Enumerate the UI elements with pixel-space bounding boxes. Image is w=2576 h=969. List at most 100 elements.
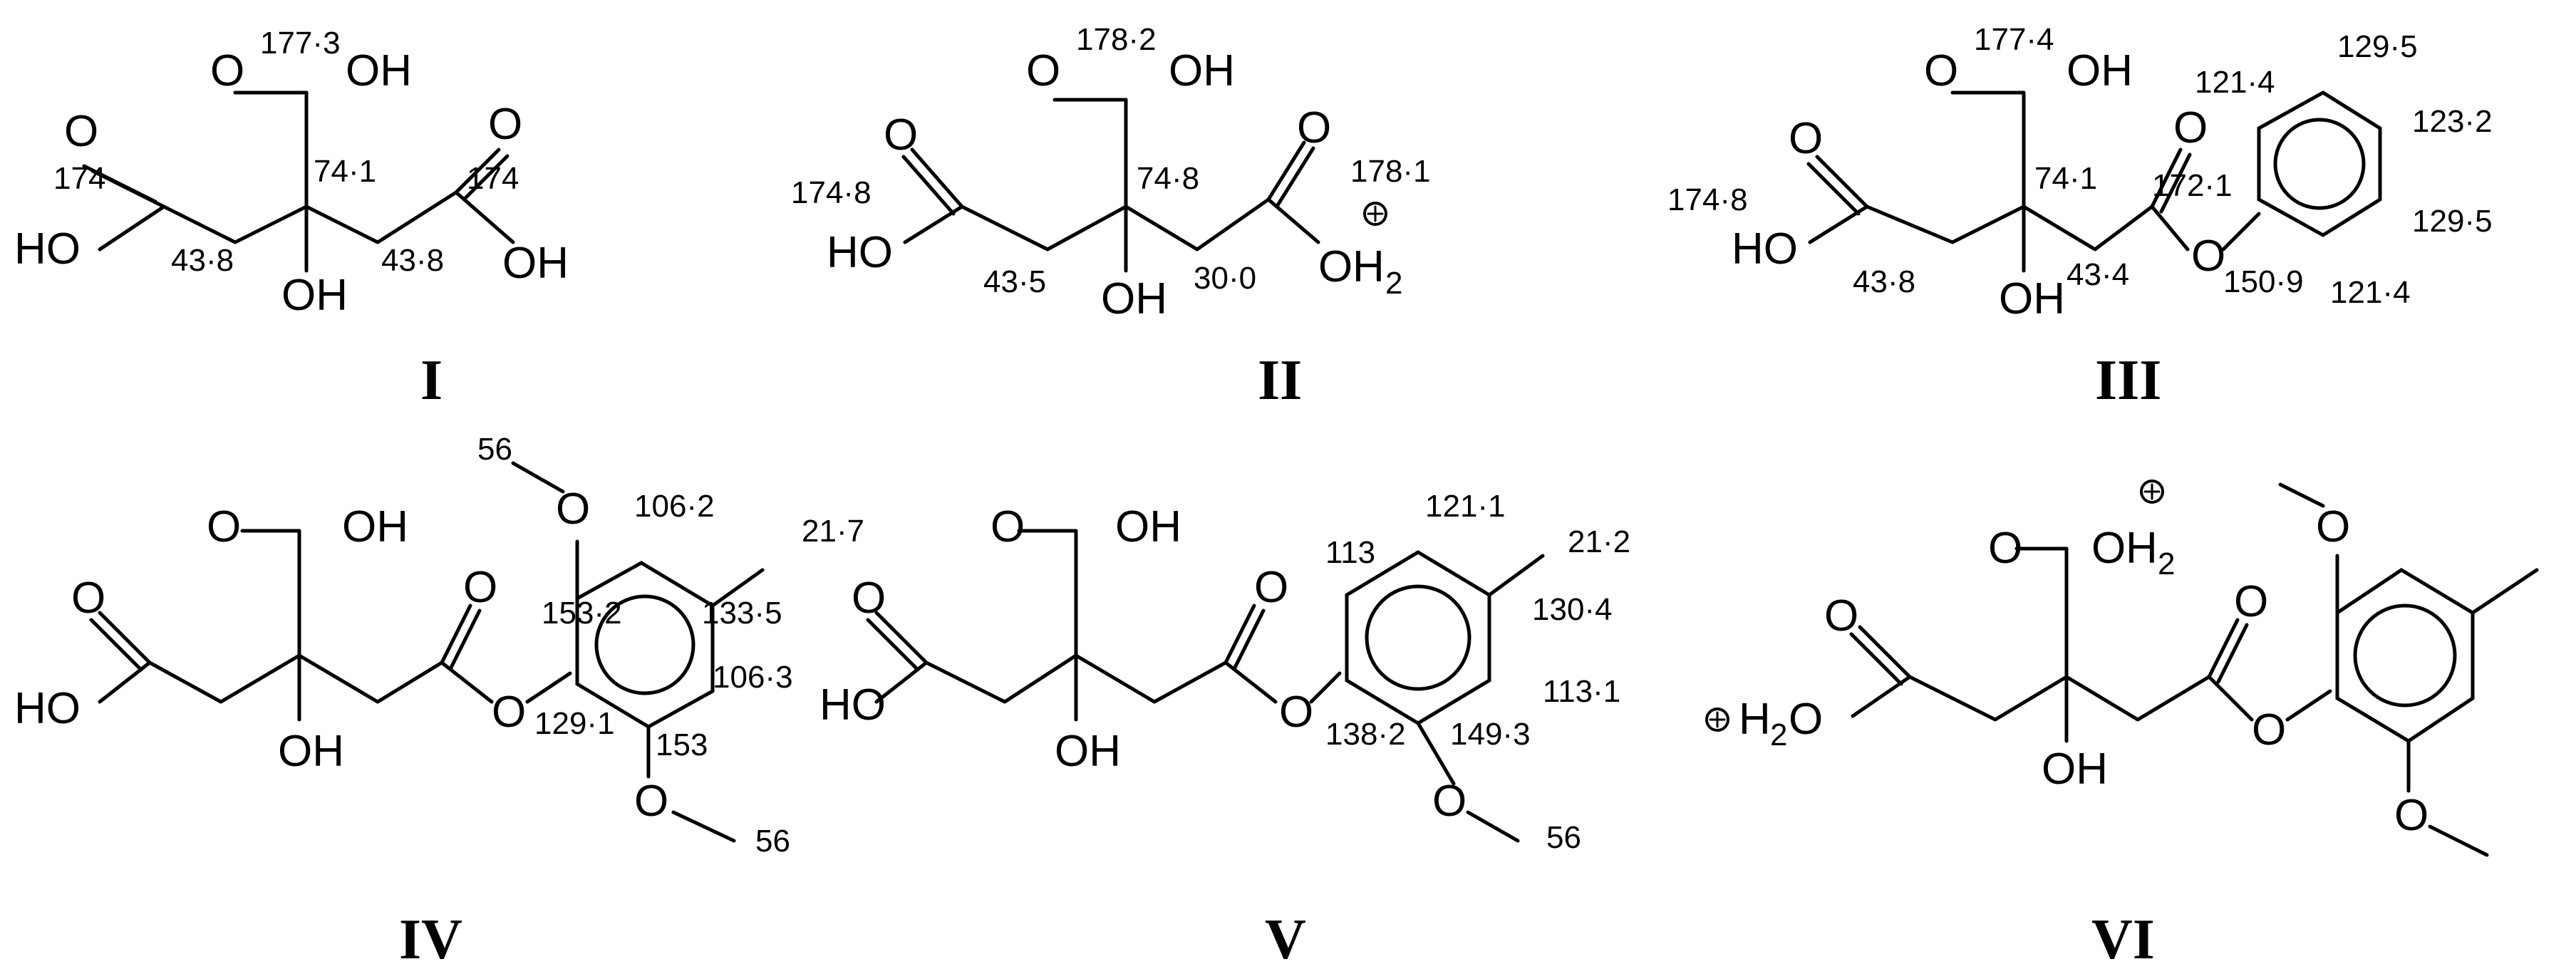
atom-H: H bbox=[1352, 242, 1385, 291]
shift-label: 130·4 bbox=[1532, 592, 1613, 627]
aromatic-circle bbox=[2273, 118, 2366, 210]
shift-label: 121·1 bbox=[1425, 489, 1506, 524]
atom-O: O bbox=[556, 484, 590, 534]
atom-O: O bbox=[207, 502, 241, 551]
atom-OH: OH bbox=[342, 502, 408, 551]
aromatic-circle bbox=[2353, 603, 2457, 708]
shift-label: 21·2 bbox=[1568, 524, 1630, 559]
compound-label-I: I bbox=[420, 349, 443, 412]
atom-O: O bbox=[1279, 688, 1313, 737]
atom-H: H bbox=[2126, 524, 2158, 573]
shift-label: 174·8 bbox=[1667, 182, 1748, 217]
shift-label: 123·2 bbox=[2412, 104, 2493, 139]
shift-label: 43·8 bbox=[1853, 264, 1915, 299]
structure-V: O OH O O HO OH O O 113 121·1 21·2 130·4 … bbox=[819, 489, 1630, 969]
atom-O: O bbox=[1318, 242, 1352, 291]
atom-O: O bbox=[71, 574, 105, 623]
atom-O: O bbox=[2394, 791, 2428, 840]
atom-O: O bbox=[2234, 577, 2268, 626]
atom-HO: HO bbox=[827, 228, 893, 277]
atom-O: O bbox=[2191, 232, 2225, 281]
atom-OH: OH bbox=[1101, 274, 1167, 323]
shift-label: 153·2 bbox=[542, 596, 622, 631]
shift-label: 106·3 bbox=[713, 660, 793, 695]
atom-OH: OH bbox=[1115, 502, 1181, 551]
shift-label: 56 bbox=[755, 824, 790, 859]
structure-VI: O O H 2 O O H 2 O OH O O O VI bbox=[1705, 480, 2539, 969]
shift-label: 43·4 bbox=[2067, 257, 2129, 292]
atom-HO: HO bbox=[14, 224, 81, 274]
shift-label: 43·8 bbox=[381, 243, 444, 278]
shift-label: 153 bbox=[656, 727, 708, 762]
atom-OH: OH bbox=[281, 271, 348, 320]
shift-label: 56 bbox=[1546, 820, 1581, 855]
atom-O: O bbox=[2316, 502, 2350, 551]
shift-label: 74·1 bbox=[2034, 161, 2097, 196]
atom-HO: HO bbox=[1732, 224, 1798, 274]
atom-O: O bbox=[1789, 114, 1823, 163]
atom-OH: OH bbox=[346, 46, 412, 95]
shift-label: 121·4 bbox=[2195, 65, 2275, 100]
atom-O: O bbox=[210, 46, 244, 95]
shift-label: 177·3 bbox=[260, 26, 341, 61]
atom-O: O bbox=[64, 107, 98, 156]
atom-O: O bbox=[488, 100, 522, 149]
atom-OH: OH bbox=[502, 239, 569, 288]
shift-label: 113 bbox=[1325, 535, 1375, 570]
subscript-2: 2 bbox=[1770, 717, 1787, 752]
atom-O: O bbox=[2252, 705, 2286, 755]
compound-label-IV: IV bbox=[399, 908, 462, 969]
atom-OH: OH bbox=[1999, 274, 2065, 323]
atom-O: O bbox=[1924, 46, 1958, 95]
atom-OH: OH bbox=[278, 727, 344, 776]
shift-label: 149·3 bbox=[1450, 717, 1531, 752]
atom-O: O bbox=[852, 574, 886, 623]
shift-label: 178·1 bbox=[1350, 154, 1431, 189]
shift-label: 174 bbox=[53, 161, 105, 196]
shift-label: 138·2 bbox=[1325, 717, 1406, 752]
atom-O: O bbox=[492, 688, 526, 737]
shift-label: 174·8 bbox=[791, 175, 871, 210]
shift-label: 121·4 bbox=[2330, 275, 2411, 310]
atom-OH: OH bbox=[1169, 46, 1235, 95]
shift-label: 113·1 bbox=[1543, 674, 1620, 709]
atom-OH: OH bbox=[1055, 727, 1121, 776]
shift-label: 129·1 bbox=[534, 706, 615, 741]
atom-HO: HO bbox=[819, 680, 886, 730]
atom-O: O bbox=[1988, 524, 2022, 573]
compound-label-II: II bbox=[1258, 349, 1302, 412]
atom-O: O bbox=[2091, 524, 2126, 573]
atom-O: O bbox=[1432, 777, 1467, 826]
atom-H: H bbox=[1739, 695, 1771, 744]
structure-II: O OH O O HO OH O H 2 178·2 174·8 74·8 17… bbox=[791, 22, 1431, 412]
shift-label: 177·4 bbox=[1974, 22, 2054, 57]
shift-label: 30·0 bbox=[1194, 261, 1256, 296]
atom-O: O bbox=[1824, 591, 1858, 641]
atom-OH: OH bbox=[2067, 46, 2133, 95]
compound-label-V: V bbox=[1265, 908, 1306, 969]
atom-O: O bbox=[1297, 103, 1331, 152]
aromatic-ring bbox=[2335, 568, 2475, 743]
shift-label: 56 bbox=[477, 432, 512, 467]
shift-label: 74·1 bbox=[314, 154, 376, 189]
shift-label: 172·1 bbox=[2152, 168, 2233, 203]
shift-label: 174 bbox=[467, 161, 519, 196]
atom-O: O bbox=[1026, 46, 1060, 95]
atom-O: O bbox=[463, 563, 497, 612]
shift-label: 129·5 bbox=[2412, 204, 2493, 239]
shift-label: 21·7 bbox=[802, 514, 864, 549]
shift-label: 178·2 bbox=[1076, 22, 1157, 57]
shift-label: 74·8 bbox=[1137, 161, 1199, 196]
shift-label: 129·5 bbox=[2337, 29, 2418, 64]
atom-O: O bbox=[1254, 563, 1288, 612]
shift-label: 43·8 bbox=[171, 243, 234, 278]
compound-label-VI: VI bbox=[2091, 908, 2155, 969]
atom-O: O bbox=[990, 502, 1025, 551]
atom-HO: HO bbox=[14, 684, 81, 733]
atom-O: O bbox=[884, 110, 918, 160]
shift-label: 106·2 bbox=[634, 489, 715, 524]
structure-IV: O OH O O HO OH O O O 56 106·2 21·7 153·2… bbox=[14, 432, 864, 969]
structure-I: O OH O O HO OH OH 177·3 174 74·1 174 43·… bbox=[14, 26, 569, 412]
shift-label: 150·9 bbox=[2223, 264, 2304, 299]
